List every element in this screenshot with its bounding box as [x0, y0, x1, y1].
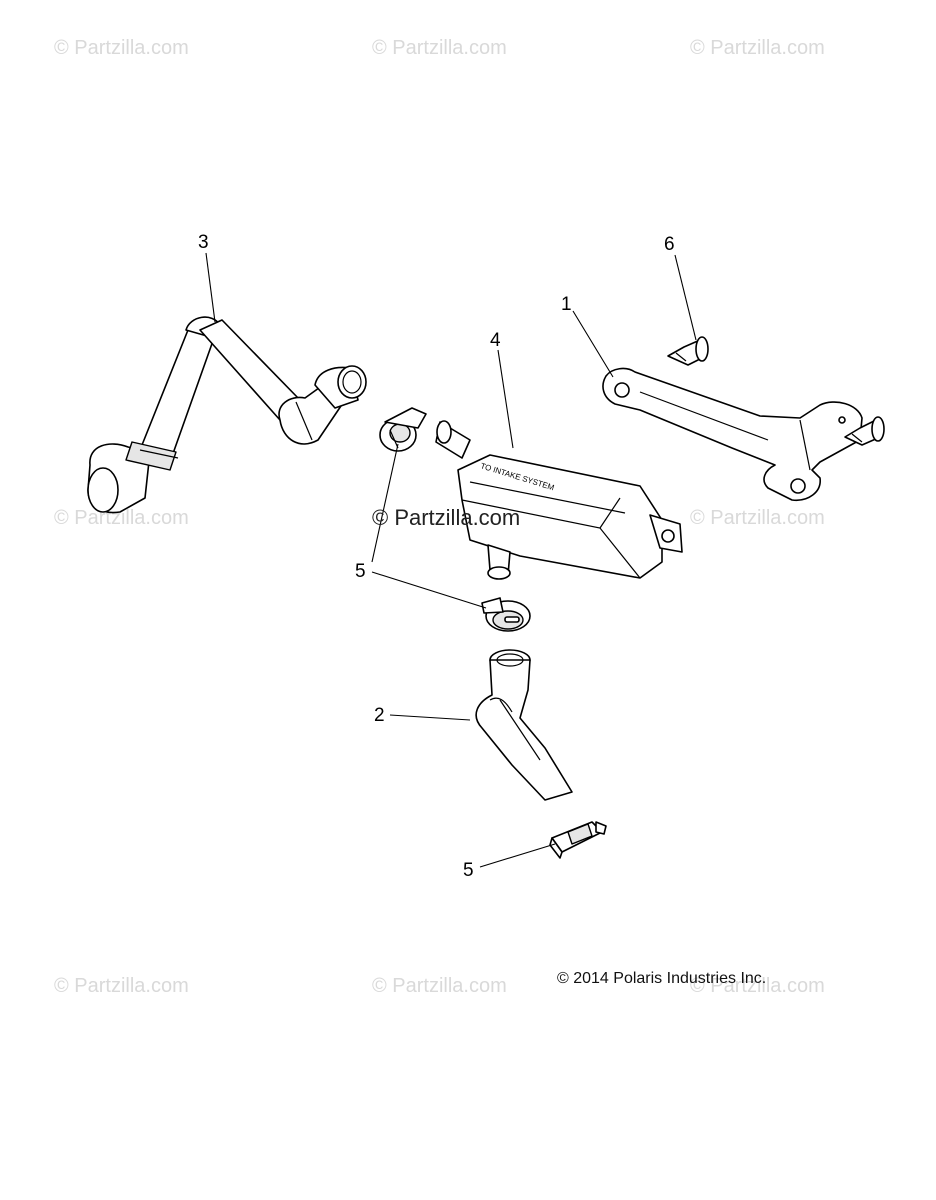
- watermark-mid-left: © Partzilla.com: [54, 507, 189, 529]
- leader-part-3: [205, 252, 216, 323]
- callout-5-upper: 5: [355, 561, 366, 582]
- hose-part-3[interactable]: [87, 316, 367, 514]
- watermark-top-right: © Partzilla.com: [690, 37, 825, 59]
- clamp-part-5-lower[interactable]: [549, 821, 607, 859]
- hose-part-2[interactable]: [475, 649, 573, 801]
- watermark-center: © Partzilla.com: [372, 505, 521, 530]
- callout-6: 6: [664, 234, 675, 255]
- leader-part-5-upper-a: [371, 443, 399, 563]
- leader-part-5-upper-b: [371, 571, 487, 609]
- copyright-notice: © 2014 Polaris Industries Inc.: [557, 970, 767, 987]
- watermark-bottom-left: © Partzilla.com: [54, 975, 189, 997]
- watermark-top-left: © Partzilla.com: [54, 37, 189, 59]
- clamp-part-5-upper[interactable]: [379, 407, 427, 452]
- clamp-part-5-middle[interactable]: [481, 597, 531, 632]
- leader-part-2: [389, 714, 471, 721]
- watermark-mid-right: © Partzilla.com: [690, 507, 825, 529]
- callout-2: 2: [374, 705, 385, 726]
- leader-part-4: [497, 349, 514, 449]
- leader-part-6: [674, 254, 697, 341]
- push-pin-part-6-upper[interactable]: [667, 336, 709, 366]
- bracket-part-1[interactable]: [602, 367, 863, 502]
- callout-4: 4: [490, 330, 501, 351]
- watermark-bottom-center: © Partzilla.com: [372, 975, 507, 997]
- callout-3: 3: [198, 232, 209, 253]
- watermark-bottom-right: © Partzilla.com: [690, 975, 825, 997]
- canister-part-4[interactable]: TO INTAKE SYSTEM: [435, 420, 683, 580]
- callout-1: 1: [561, 294, 572, 315]
- leader-part-5-lower: [479, 843, 556, 868]
- callout-5-lower: 5: [463, 860, 474, 881]
- watermark-top-center: © Partzilla.com: [372, 37, 507, 59]
- push-pin-part-6-lower[interactable]: [844, 416, 885, 446]
- leader-part-1: [572, 310, 614, 378]
